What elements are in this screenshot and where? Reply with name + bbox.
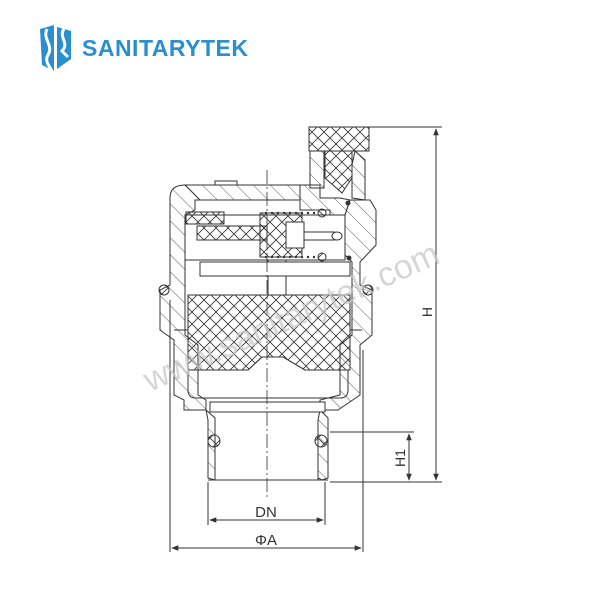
valve-body <box>158 126 377 498</box>
dimension-label-h: H <box>419 307 435 317</box>
brand-logo: SANITARYTEK <box>38 25 249 71</box>
dimension-label-phi-a: ΦA <box>255 532 277 549</box>
dimension-label-dn: DN <box>255 504 277 521</box>
dimension-label-h1: H1 <box>392 449 408 467</box>
brand-name: SANITARYTEK <box>82 34 249 61</box>
dimension-lines <box>169 126 442 552</box>
shield-s-logo-icon <box>40 25 71 71</box>
